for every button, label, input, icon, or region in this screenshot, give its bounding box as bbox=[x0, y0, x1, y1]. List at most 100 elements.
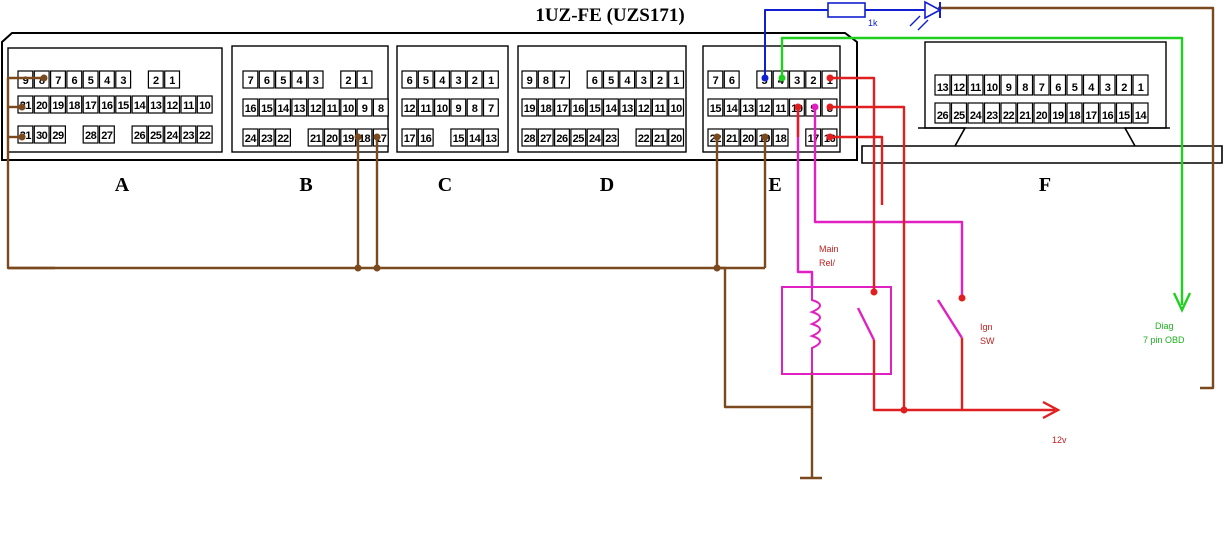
pin-cell bbox=[570, 98, 587, 117]
pin-label-a: 29 bbox=[52, 130, 64, 142]
pin-label-e: 11 bbox=[775, 103, 786, 115]
pin-cell bbox=[723, 70, 740, 89]
pin-label-e: 6 bbox=[729, 75, 735, 87]
pin-label-f: 1 bbox=[1138, 82, 1144, 94]
pin-cell bbox=[723, 98, 740, 117]
pin-label-f: 13 bbox=[937, 82, 949, 94]
pin-label-e: 3 bbox=[794, 75, 800, 87]
pin-cell bbox=[1049, 74, 1067, 96]
diag-label-2: 7 pin OBD bbox=[1143, 335, 1185, 345]
pin-label-b: 10 bbox=[343, 103, 355, 115]
connector-f-shell bbox=[924, 41, 1167, 129]
pin-cell bbox=[291, 70, 308, 89]
pin-cell bbox=[417, 128, 434, 147]
pin-cell bbox=[805, 128, 822, 147]
pin-label-d: 20 bbox=[670, 133, 682, 145]
pin-cell bbox=[983, 102, 1001, 124]
pin-label-a: 27 bbox=[101, 130, 113, 142]
pin-label-c: 2 bbox=[472, 75, 478, 87]
pin-cell bbox=[537, 70, 554, 89]
pin-label-d: 25 bbox=[573, 133, 585, 145]
pin-cell bbox=[1132, 102, 1149, 124]
pin-label-d: 7 bbox=[559, 75, 565, 87]
pin-cell bbox=[98, 70, 115, 89]
pin-label-e: 18 bbox=[775, 133, 787, 145]
ground-dot bbox=[18, 133, 26, 141]
pin-label-f: 23 bbox=[986, 110, 998, 122]
pin-label-c: 1 bbox=[488, 75, 494, 87]
pin-cell bbox=[521, 98, 538, 117]
pin-cell bbox=[772, 98, 789, 117]
pin-cell bbox=[1082, 74, 1100, 96]
pin-cell bbox=[291, 98, 308, 117]
pin-label-d: 11 bbox=[654, 103, 665, 115]
pin-label-a: 26 bbox=[134, 130, 146, 142]
pin-label-a: 11 bbox=[183, 100, 194, 112]
pin-label-f: 11 bbox=[970, 82, 981, 94]
pin-cell bbox=[586, 98, 603, 117]
pin-label-c: 13 bbox=[485, 133, 497, 145]
pin-label-d: 27 bbox=[540, 133, 552, 145]
pin-cell bbox=[635, 70, 652, 89]
pin-label-b: 20 bbox=[326, 133, 338, 145]
pin-label-c: 6 bbox=[407, 75, 413, 87]
pin-label-e: 17 bbox=[808, 133, 820, 145]
pin-label-a: 9 bbox=[23, 75, 29, 87]
pin-cell bbox=[707, 98, 724, 117]
led-ray-2 bbox=[917, 19, 929, 31]
ecu-connector-body bbox=[1, 32, 858, 161]
pin-cell bbox=[1000, 102, 1017, 124]
pin-label-d: 8 bbox=[543, 75, 549, 87]
pin-label-d: 13 bbox=[622, 103, 634, 115]
pin-label-a: 20 bbox=[36, 100, 48, 112]
power-wire-e16 bbox=[830, 135, 884, 205]
pin-cell bbox=[242, 98, 259, 117]
pin-label-d: 14 bbox=[605, 103, 618, 115]
pin-cell bbox=[450, 98, 467, 117]
pin-label-f: 4 bbox=[1088, 82, 1095, 94]
pin-label-a: 15 bbox=[118, 100, 130, 112]
pin-label-b: 22 bbox=[277, 133, 289, 145]
pin-label-e: 13 bbox=[742, 103, 754, 115]
pin-label-d: 28 bbox=[524, 133, 536, 145]
pin-cell bbox=[537, 98, 554, 117]
pin-cell bbox=[1082, 102, 1100, 124]
pin-label-d: 18 bbox=[540, 103, 552, 115]
pin-label-e: 15 bbox=[710, 103, 722, 115]
pin-label-f: 19 bbox=[1052, 110, 1064, 122]
pin-label-a: 3 bbox=[120, 75, 126, 87]
pin-cell bbox=[372, 98, 389, 117]
pin-cell bbox=[164, 95, 181, 114]
pin-cell bbox=[553, 98, 570, 117]
pin-label-a: 2 bbox=[153, 75, 159, 87]
pin-cell bbox=[82, 125, 99, 144]
pin-cell bbox=[242, 128, 259, 147]
pin-label-a: 18 bbox=[69, 100, 81, 112]
pin-cell bbox=[1066, 102, 1083, 124]
pin-label-a: 25 bbox=[150, 130, 162, 142]
pin-cell bbox=[619, 70, 636, 89]
pin-cell bbox=[723, 128, 740, 147]
main-relay-label-1: Main bbox=[819, 244, 839, 254]
pin-cell bbox=[66, 70, 83, 89]
pin-cell bbox=[651, 70, 668, 89]
pin-label-b: 16 bbox=[245, 103, 257, 115]
power-junction bbox=[900, 406, 908, 414]
pin-cell bbox=[82, 70, 99, 89]
connector-f-latch-right bbox=[1123, 127, 1170, 147]
pin-cell bbox=[934, 102, 951, 124]
pin-cell bbox=[401, 128, 418, 147]
pin-label-d: 26 bbox=[556, 133, 568, 145]
pin-label-d: 19 bbox=[524, 103, 536, 115]
label-group: 1UZ-FE (UZS171) A B C D E F 1k Main Rel/… bbox=[115, 5, 1185, 445]
pin-cell bbox=[934, 74, 951, 96]
supply-label: 12v bbox=[1052, 435, 1067, 445]
pin-label-f: 16 bbox=[1102, 110, 1114, 122]
pin-label-f: 3 bbox=[1105, 82, 1111, 94]
connector-d-shell bbox=[517, 45, 687, 153]
pin-cell bbox=[307, 128, 324, 147]
ign-switch-contact-top bbox=[958, 294, 966, 302]
pin-label-a: 12 bbox=[166, 100, 178, 112]
pin-label-f: 12 bbox=[953, 82, 965, 94]
pin-label-a: 1 bbox=[169, 75, 175, 87]
